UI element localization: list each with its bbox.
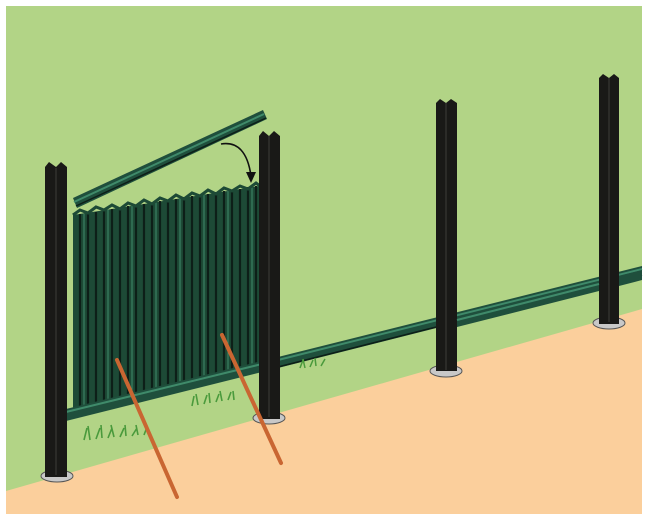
fence-installation-illustration xyxy=(0,0,648,521)
